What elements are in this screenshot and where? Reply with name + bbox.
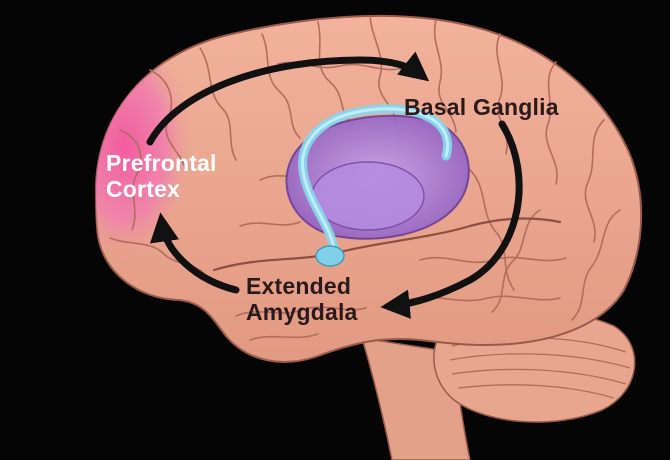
label-extended-amygdala: Extended Amygdala (246, 273, 358, 325)
label-basal-text: Basal Ganglia (404, 94, 559, 120)
arrow-amygdala-to-pfc (149, 212, 240, 294)
circuit-arrows (146, 51, 523, 319)
basal-ganglia (285, 114, 470, 240)
label-amygdala-line1: Extended (246, 273, 352, 299)
label-prefrontal-cortex: Prefrontal Cortex (106, 150, 217, 202)
label-prefrontal-line1: Prefrontal (106, 150, 217, 176)
label-prefrontal-line2: Cortex (106, 176, 181, 202)
arrow-basal-to-amygdala (380, 120, 523, 319)
lateral-fissure (212, 217, 562, 272)
prefrontal-highlight (96, 34, 254, 302)
label-basal-ganglia: Basal Ganglia (404, 94, 559, 120)
amygdala-body (315, 245, 345, 267)
label-amygdala-line2: Amygdala (246, 299, 358, 325)
arrow-pfc-to-basal (146, 51, 430, 146)
